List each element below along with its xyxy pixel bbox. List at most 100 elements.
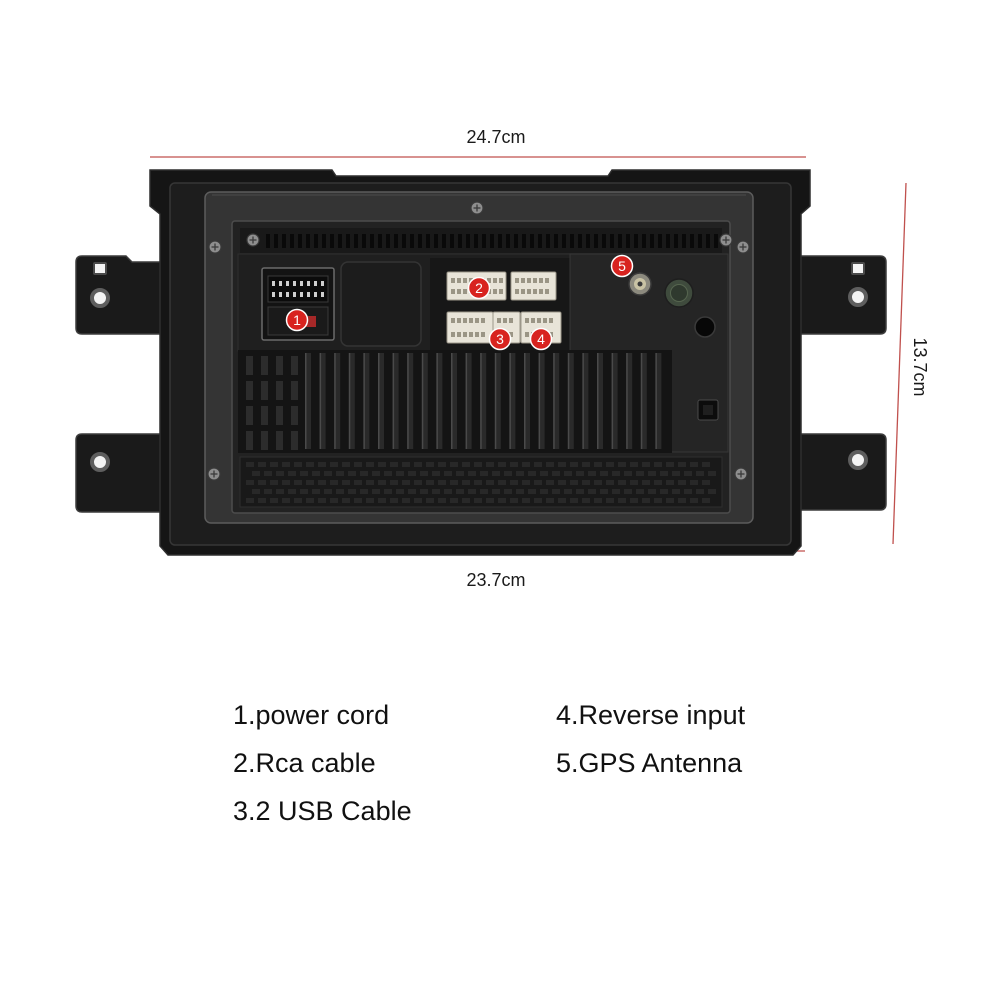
vent-cell — [420, 471, 428, 476]
vent-slot — [322, 234, 326, 248]
heatsink-fin — [640, 353, 647, 449]
heatsink-slot — [291, 356, 298, 375]
vent-cell — [288, 489, 296, 494]
vent-cell — [432, 471, 440, 476]
vent-cell — [426, 480, 434, 485]
connector-cavity — [451, 278, 455, 283]
heatsink-fin-edge — [509, 353, 511, 449]
bracket-plate — [75, 255, 163, 335]
connector-cavity — [533, 278, 537, 283]
vent-cell — [312, 471, 320, 476]
vent-slot — [426, 234, 430, 248]
vent-slot — [538, 234, 542, 248]
vent-cell — [372, 489, 380, 494]
top-vent — [240, 228, 722, 253]
heatsink-fin-edge — [480, 353, 482, 449]
heatsink-fin-edge — [597, 353, 599, 449]
vent-cell — [498, 498, 506, 503]
heatsink-slot — [276, 381, 283, 400]
vent-cell — [414, 480, 422, 485]
vent-cell — [300, 471, 308, 476]
vent-slot — [562, 234, 566, 248]
heatsink-slot — [246, 406, 253, 425]
radio-unit — [75, 169, 887, 556]
vent-cell — [564, 471, 572, 476]
vent-cell — [366, 462, 374, 467]
vent-slot — [314, 234, 318, 248]
vent-slot — [330, 234, 334, 248]
vent-cell — [462, 480, 470, 485]
vent-cell — [654, 498, 662, 503]
vent-cell — [486, 498, 494, 503]
vent-cell — [618, 480, 626, 485]
vent-cell — [702, 462, 710, 467]
heatsink-slot — [261, 381, 268, 400]
mounting-hole-square — [93, 262, 107, 275]
bracket-plate — [797, 433, 887, 511]
connector-pin — [286, 292, 289, 297]
vent-cell — [624, 489, 632, 494]
white-connector — [510, 271, 557, 301]
vent-cell — [558, 498, 566, 503]
callouts: 1 2 3 4 5 — [285, 254, 634, 351]
vent-cell — [630, 462, 638, 467]
heatsink-fin-edge — [582, 353, 584, 449]
heatsink-fin — [407, 353, 414, 449]
heatsink-fin-edge — [436, 353, 438, 449]
vent-cell — [252, 489, 260, 494]
vent-cell — [438, 462, 446, 467]
vent-cell — [492, 471, 500, 476]
vent-cell — [690, 498, 698, 503]
heatsink-fin-edge — [451, 353, 453, 449]
connector-cavity — [463, 332, 467, 337]
vent-cell — [474, 498, 482, 503]
vent-cell — [654, 462, 662, 467]
round-port-hole — [694, 316, 716, 338]
connector-cavity — [537, 318, 541, 323]
vent-slot — [378, 234, 382, 248]
legend-item-power-cord: 1.power cord — [233, 700, 390, 730]
vent-slot — [546, 234, 550, 248]
vent-cell — [462, 462, 470, 467]
vent-cell — [582, 480, 590, 485]
vent-cell — [576, 471, 584, 476]
vent-cell — [582, 462, 590, 467]
heatsink-slot — [276, 356, 283, 375]
bracket-plate — [797, 255, 887, 335]
vent-cell — [258, 480, 266, 485]
radio-port-inner — [670, 284, 688, 302]
vent-cell — [276, 471, 284, 476]
vent-cell — [534, 480, 542, 485]
vent-cell — [582, 498, 590, 503]
vent-cell — [474, 480, 482, 485]
vent-cell — [516, 489, 524, 494]
heatsink-fin — [480, 353, 487, 449]
vent-cell — [402, 498, 410, 503]
vent-cell — [540, 489, 548, 494]
connector-cavity — [457, 318, 461, 323]
vent-cell — [324, 471, 332, 476]
legend-item-gps-antenna: 5.GPS Antenna — [556, 748, 743, 778]
legend-item-usb-cable: 3.2 USB Cable — [233, 796, 412, 826]
connector-cavity — [469, 318, 473, 323]
connector-cavity — [481, 318, 485, 323]
connector-cavity — [457, 289, 461, 294]
connector-cavity — [521, 278, 525, 283]
vent-cell — [678, 498, 686, 503]
heatsink-fin — [582, 353, 589, 449]
vent-cell — [402, 462, 410, 467]
screw — [734, 467, 748, 481]
vent-cell — [264, 471, 272, 476]
heatsink-fin-edge — [640, 353, 643, 449]
heatsink-slot — [246, 431, 253, 450]
vent-cell — [408, 471, 416, 476]
heatsink-fin — [509, 353, 516, 449]
connector-pin — [300, 292, 303, 297]
vent-cell — [570, 498, 578, 503]
vent-cell — [678, 462, 686, 467]
heatsink-fin — [305, 353, 311, 449]
vent-cell — [588, 489, 596, 494]
square-port-socket — [703, 405, 713, 415]
white-connector-body — [510, 271, 557, 301]
